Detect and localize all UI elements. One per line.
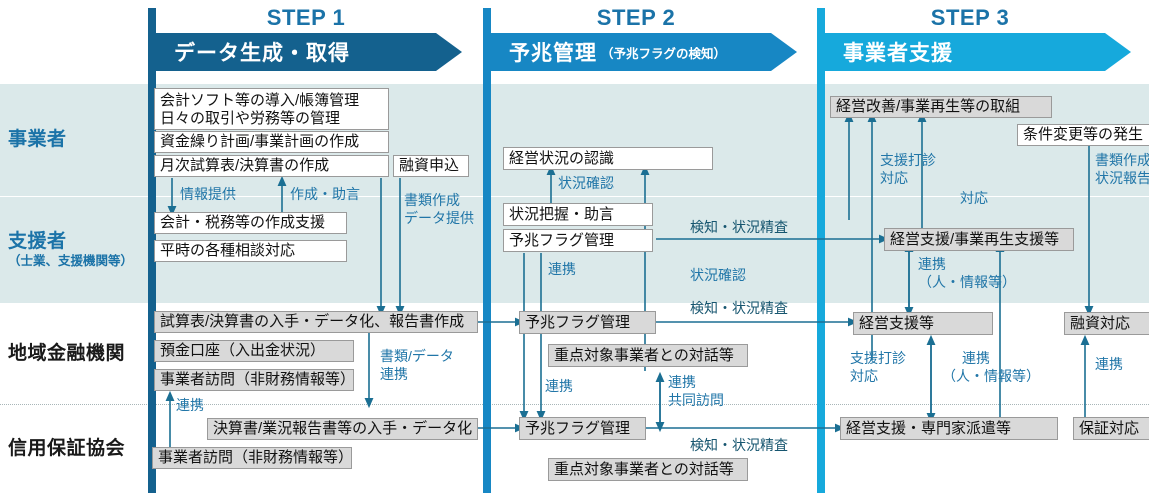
label-s3-support-consult-top: 支援打診: [880, 152, 936, 168]
box-s3-r1-condition-change[interactable]: 条件変更等の発生: [1017, 124, 1149, 146]
band-separator-1: [0, 196, 1149, 197]
label-s3-status-report: 状況報告: [1095, 170, 1149, 186]
box-s3-r2-management-support[interactable]: 経営支援/事業再生支援等: [884, 228, 1074, 251]
label-s1-cooperation-low: 連携: [176, 397, 204, 413]
box-s1-r2-consultation[interactable]: 平時の各種相談対応: [154, 240, 347, 262]
row-label-sub: （士業、支援機関等）: [8, 253, 134, 268]
label-s3-cooperation-right: 連携: [1095, 356, 1123, 372]
box-s2-r2-flag-management[interactable]: 予兆フラグ管理: [503, 229, 653, 252]
label-s1-cooperation-mid: 連携: [380, 366, 408, 382]
box-s2-r3-dialogue[interactable]: 重点対象事業者との対話等: [548, 344, 748, 367]
label-s3-response-top: 対応: [880, 170, 908, 186]
row-label-chiiki: 地域金融機関: [0, 304, 150, 404]
step2-arrow-tip: [771, 33, 797, 71]
box-s2-r4-flag-management[interactable]: 予兆フラグ管理: [519, 417, 646, 440]
divider-step3: [817, 8, 825, 493]
step3-title: 事業者支援: [843, 42, 953, 65]
step2-banner: 予兆管理 （予兆フラグの検知）: [491, 33, 797, 71]
box-s1-r4-data-acquisition[interactable]: 決算書/業況報告書等の入手・データ化: [207, 418, 478, 440]
label-s3-cooperation-mid: 連携: [918, 256, 946, 272]
row-label-text: 地域金融機関: [8, 343, 126, 365]
row-label-shiensha: 支援者 （士業、支援機関等）: [0, 197, 150, 303]
step3-number: STEP 3: [930, 5, 1010, 30]
box-s1-r1-accounting[interactable]: 会計ソフト等の導入/帳簿管理 日々の取引や労務等の管理: [154, 88, 389, 130]
box-s1-r4-visit[interactable]: 事業者訪問（非財務情報等）: [152, 447, 353, 469]
box-s1-r2-tax-support[interactable]: 会計・税務等の作成支援: [154, 212, 347, 234]
label-s3-support-consult-low: 支援打診: [850, 350, 906, 366]
step2-number: STEP 2: [596, 5, 676, 30]
label-s2-joint-visit: 共同訪問: [668, 392, 724, 408]
divider-step2: [483, 8, 491, 493]
divider-step1: [148, 8, 156, 493]
label-s3-cooperation-low-sub: （人・情報等）: [942, 368, 1040, 384]
label-s2-cooperation-right: 連携: [668, 374, 696, 390]
label-s2-status-check-mid: 状況確認: [690, 267, 746, 283]
step1-arrow-tip: [436, 33, 462, 71]
box-s3-r1-improvement[interactable]: 経営改善/事業再生等の取組: [830, 96, 1052, 118]
box-s2-r4-dialogue[interactable]: 重点対象事業者との対話等: [548, 458, 748, 481]
step3-arrow-tip: [1105, 33, 1131, 71]
box-s1-r3-data-acquisition[interactable]: 試算表/決算書の入手・データ化、報告書作成: [154, 311, 478, 333]
box-s1-r3-visit[interactable]: 事業者訪問（非財務情報等）: [154, 369, 355, 391]
box-line-2: 日々の取引や労務等の管理: [160, 110, 341, 127]
box-s3-r4-guarantee-response[interactable]: 保証対応: [1073, 417, 1149, 440]
label-s2-status-check-top: 状況確認: [558, 175, 614, 191]
box-s1-r1-loan-application[interactable]: 融資申込: [393, 155, 469, 177]
box-s1-r1-monthly-trial-balance[interactable]: 月次試算表/決算書の作成: [154, 155, 389, 177]
label-s2-detection-mid: 検知・状況精査: [690, 300, 788, 316]
label-s3-cooperation-mid-sub: （人・情報等）: [918, 274, 1016, 290]
row-label-shinyo: 信用保証協会: [0, 405, 150, 493]
step1-number: STEP 1: [266, 5, 346, 30]
label-s1-document-data: 書類/データ: [380, 348, 454, 364]
label-s1-information-provision: 情報提供: [180, 186, 236, 202]
label-s1-data-provision: データ提供: [404, 210, 474, 226]
step1-title: データ生成・取得: [174, 42, 350, 65]
box-s1-r3-deposit-account[interactable]: 預金口座（入出金状況）: [154, 340, 354, 362]
box-s2-r2-grasp-advice[interactable]: 状況把握・助言: [503, 203, 653, 226]
row-label-jigyosha: 事業者: [0, 84, 150, 196]
box-s3-r3-management-support[interactable]: 経営支援等: [853, 312, 993, 335]
row-label-text: 信用保証協会: [8, 438, 126, 460]
label-s2-detection-low: 検知・状況精査: [690, 437, 788, 453]
step2-title: 予兆管理: [509, 42, 597, 65]
label-s3-cooperation-low: 連携: [962, 350, 990, 366]
box-line-1: 会計ソフト等の導入/帳簿管理: [160, 92, 360, 109]
box-s2-r3-flag-management[interactable]: 予兆フラグ管理: [519, 311, 656, 334]
box-s1-r1-cashflow-plan[interactable]: 資金繰り計画/事業計画の作成: [154, 131, 389, 153]
row-label-text: 事業者: [8, 129, 67, 151]
label-s2-cooperation-left: 連携: [545, 378, 573, 394]
row-label-text: 支援者: [8, 230, 67, 252]
label-s1-creation-advice: 作成・助言: [290, 186, 360, 202]
step3-banner: 事業者支援: [825, 33, 1131, 71]
label-s2-cooperation-upper: 連携: [548, 261, 576, 277]
label-s3-document-creation: 書類作成: [1095, 152, 1149, 168]
step1-banner: データ生成・取得: [156, 33, 462, 71]
label-s2-detection-top: 検知・状況精査: [690, 219, 788, 235]
label-s1-document-creation: 書類作成: [404, 192, 460, 208]
box-s2-r1-situation-awareness[interactable]: 経営状況の認識: [503, 147, 713, 170]
band-separator-3: [0, 404, 1149, 405]
box-s3-r3-loan-response[interactable]: 融資対応: [1064, 312, 1149, 335]
box-s3-r4-expert-dispatch[interactable]: 経営支援・専門家派遣等: [840, 417, 1058, 440]
label-s3-response: 対応: [960, 190, 988, 206]
step2-note: （予兆フラグの検知）: [601, 46, 727, 61]
label-s3-response-low: 対応: [850, 368, 878, 384]
